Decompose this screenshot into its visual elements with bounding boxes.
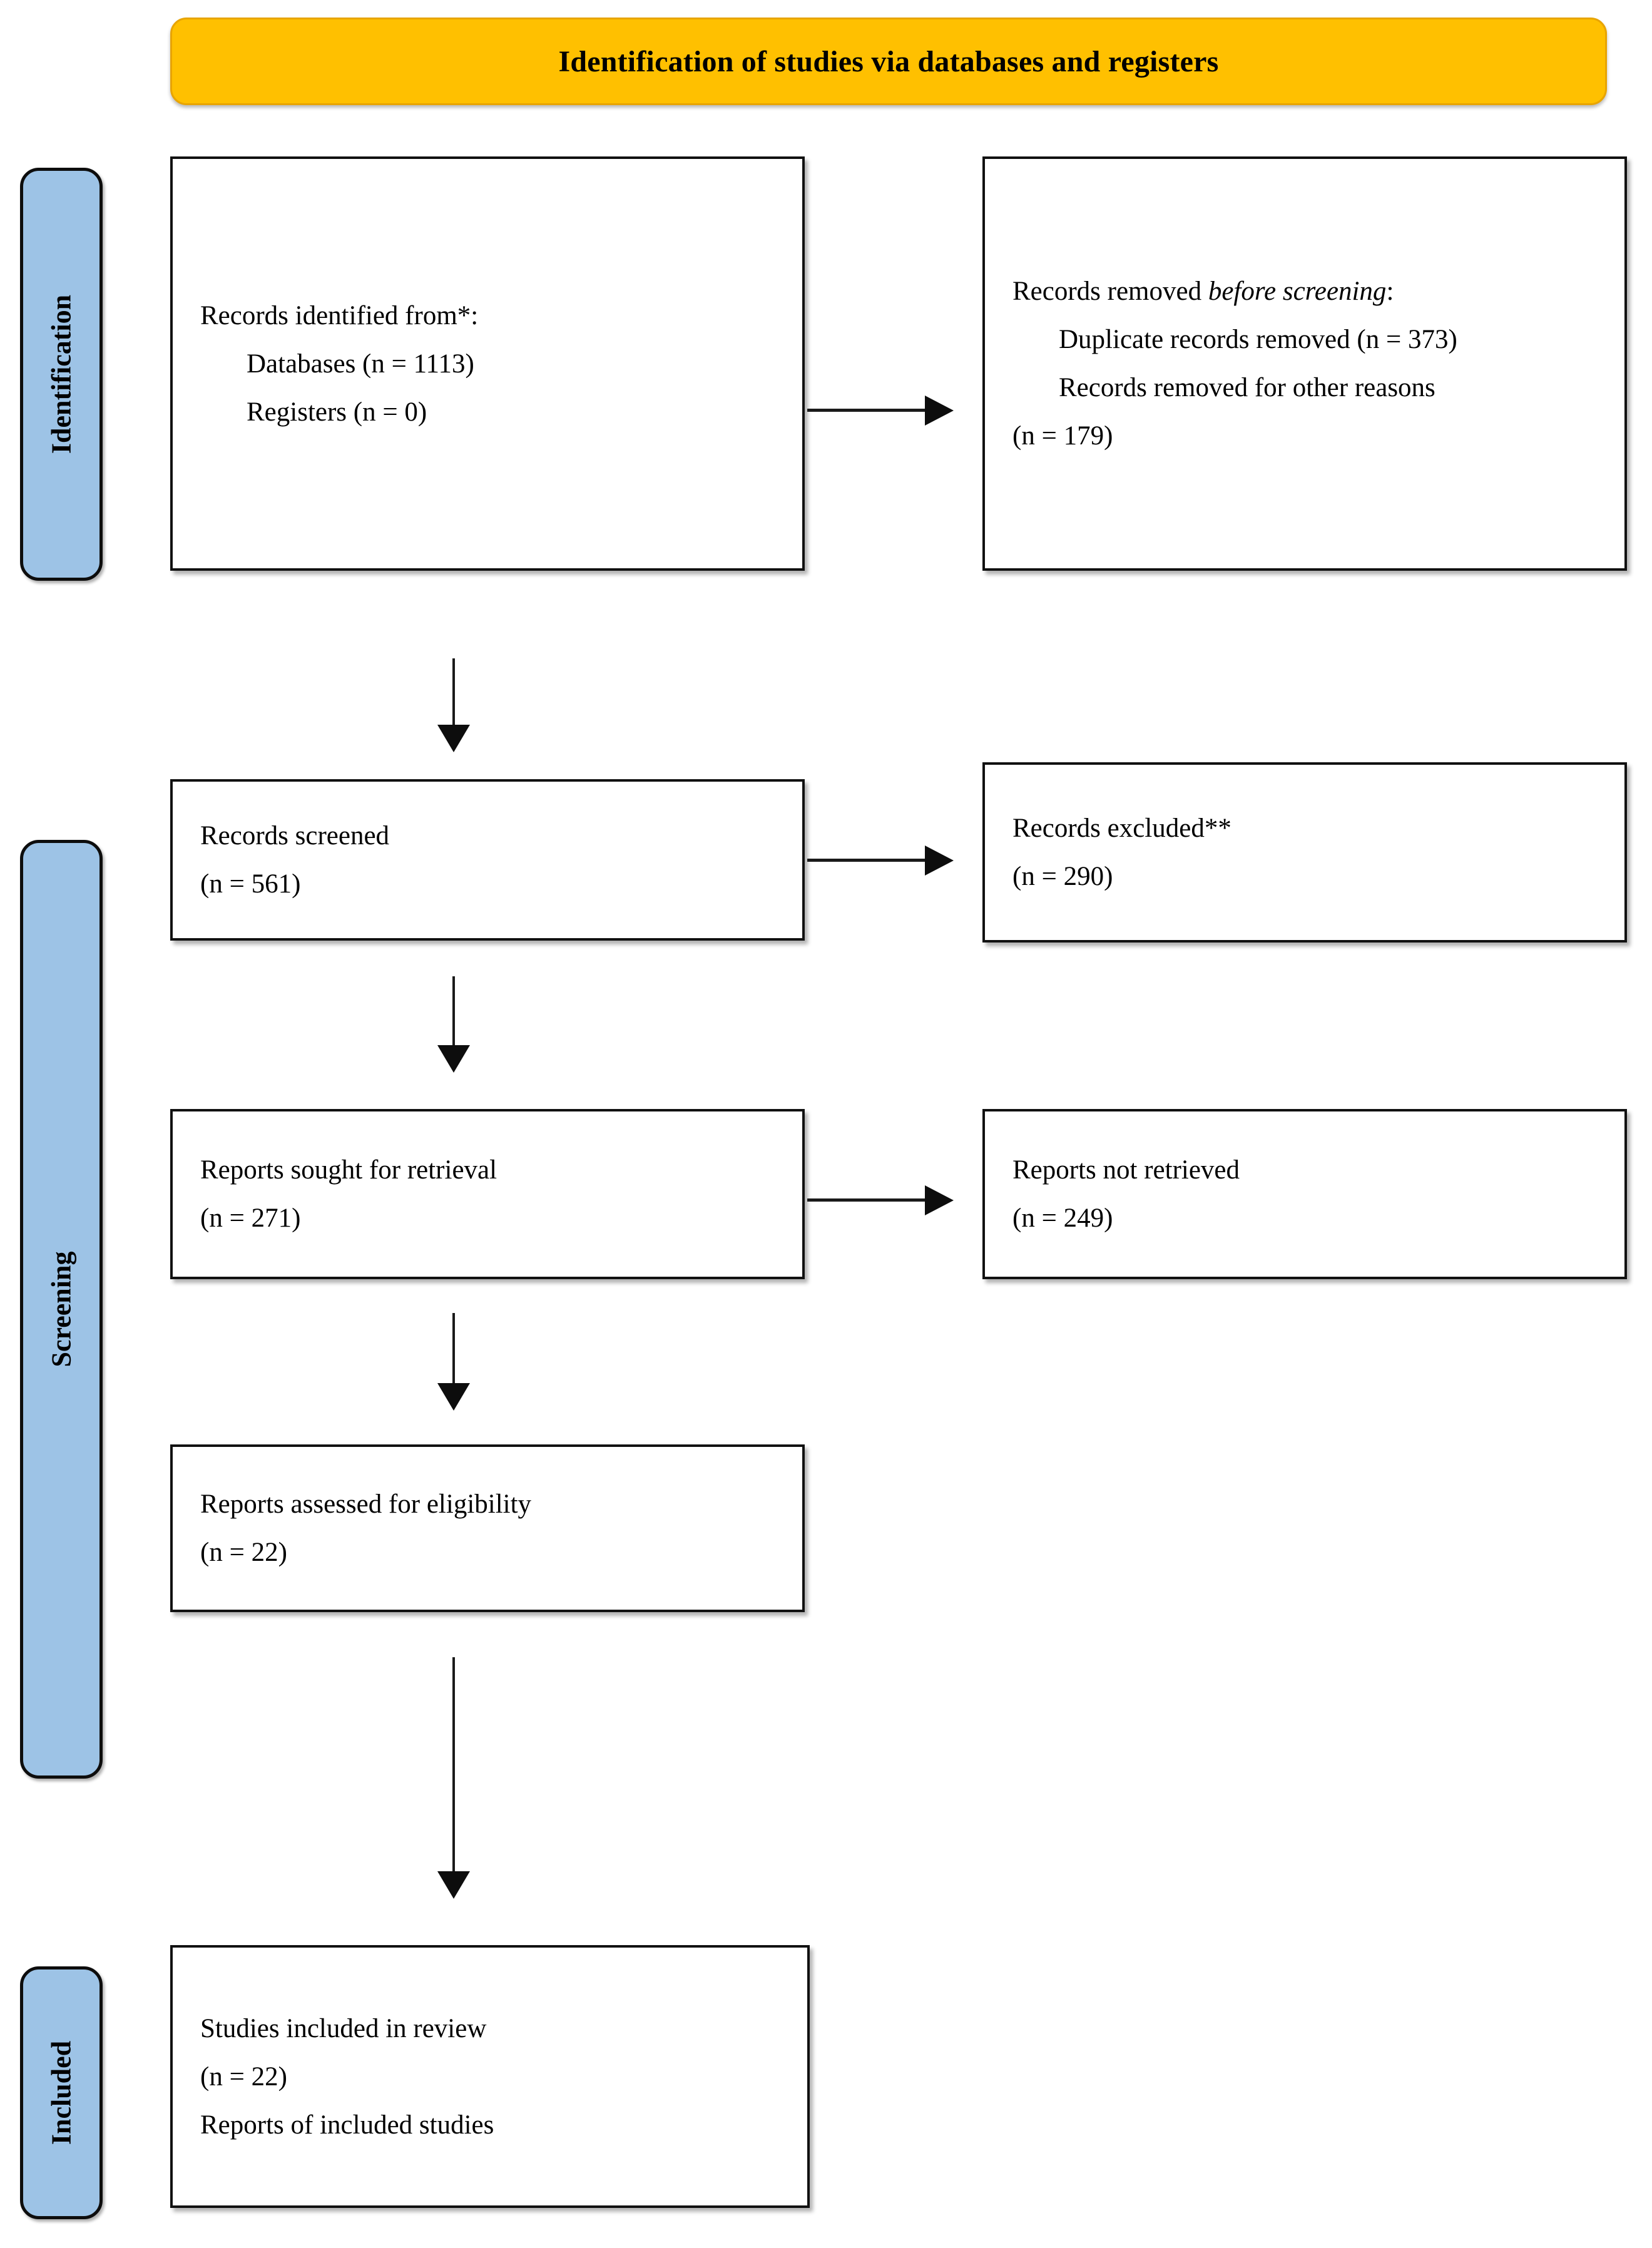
- box-records-removed-line-4: (n = 179): [1012, 421, 1113, 451]
- box-records-screened: Records screened (n = 561): [170, 779, 805, 941]
- box-reports-assessed-for-eligibility: Reports assessed for eligibility (n = 22…: [170, 1444, 805, 1612]
- arrow-shaft: [807, 1198, 926, 1202]
- arrow-shaft: [452, 658, 455, 726]
- arrow-head-down-icon: [437, 1871, 470, 1899]
- box-reports-eligibility-line-2: (n = 22): [200, 1538, 287, 1567]
- box-records-screened-line-1: Records screened: [200, 821, 390, 851]
- stage-rail-label-screening: Screening: [46, 1251, 77, 1367]
- box-studies-included-in-review: Studies included in review (n = 22) Repo…: [170, 1945, 810, 2208]
- box-records-identified-line-3: Registers (n = 0): [247, 397, 427, 427]
- box-studies-included-line-3: Reports of included studies: [200, 2110, 494, 2140]
- box-reports-not-retrieved-line-1: Reports not retrieved: [1012, 1155, 1240, 1185]
- stage-rail-label-identification: Identification: [46, 294, 77, 454]
- box-records-excluded-line-1: Records excluded**: [1012, 814, 1231, 843]
- arrow-shaft: [452, 1657, 455, 1872]
- box-studies-included-line-1: Studies included in review: [200, 2013, 487, 2043]
- box-records-identified-line-1: Records identified from*:: [200, 300, 479, 330]
- arrow-shaft: [452, 976, 455, 1046]
- box-records-removed-line-3: Records removed for other reasons: [1059, 373, 1435, 402]
- arrow-shaft: [452, 1313, 455, 1384]
- box-records-identified: Records identified from*: Databases (n =…: [170, 156, 805, 571]
- phase-banner-title: Identification of studies via databases …: [558, 44, 1219, 78]
- box-records-removed-line-1-prefix: Records removed: [1012, 277, 1208, 306]
- box-reports-not-retrieved-line-2: (n = 249): [1012, 1203, 1113, 1233]
- box-records-identified-line-2: Databases (n = 1113): [247, 349, 474, 379]
- arrow-head-right-icon: [925, 1185, 954, 1215]
- arrow-head-down-icon: [437, 725, 470, 752]
- box-reports-sought-line-1: Reports sought for retrieval: [200, 1155, 497, 1185]
- box-reports-not-retrieved: Reports not retrieved (n = 249): [982, 1109, 1627, 1279]
- arrow-head-down-icon: [437, 1383, 470, 1411]
- box-records-removed-line-2: Duplicate records removed (n = 373): [1059, 325, 1457, 354]
- box-reports-sought-for-retrieval: Reports sought for retrieval (n = 271): [170, 1109, 805, 1279]
- box-records-removed-line-1-italic: before screening: [1208, 277, 1387, 306]
- arrow-shaft: [807, 409, 926, 412]
- box-reports-sought-line-2: (n = 271): [200, 1203, 301, 1233]
- arrow-head-right-icon: [925, 396, 954, 426]
- stage-rail-screening: Screening: [20, 840, 103, 1779]
- box-records-excluded-line-2: (n = 290): [1012, 862, 1113, 891]
- phase-banner-identification: Identification of studies via databases …: [170, 18, 1607, 105]
- box-reports-eligibility-line-1: Reports assessed for eligibility: [200, 1489, 532, 1519]
- arrow-head-down-icon: [437, 1045, 470, 1073]
- arrow-head-right-icon: [925, 846, 954, 876]
- stage-rail-label-included: Included: [46, 2040, 77, 2145]
- box-studies-included-line-2: (n = 22): [200, 2062, 287, 2092]
- box-records-removed-line-1: Records removed before screening:: [1012, 267, 1597, 315]
- box-records-removed-before-screening: Records removed before screening: Duplic…: [982, 156, 1627, 571]
- arrow-shaft: [807, 859, 926, 862]
- box-records-excluded: Records excluded** (n = 290): [982, 762, 1627, 943]
- box-records-screened-line-2: (n = 561): [200, 869, 301, 899]
- stage-rail-included: Included: [20, 1966, 103, 2219]
- box-records-removed-line-1-suffix: :: [1386, 277, 1394, 306]
- stage-rail-identification: Identification: [20, 168, 103, 581]
